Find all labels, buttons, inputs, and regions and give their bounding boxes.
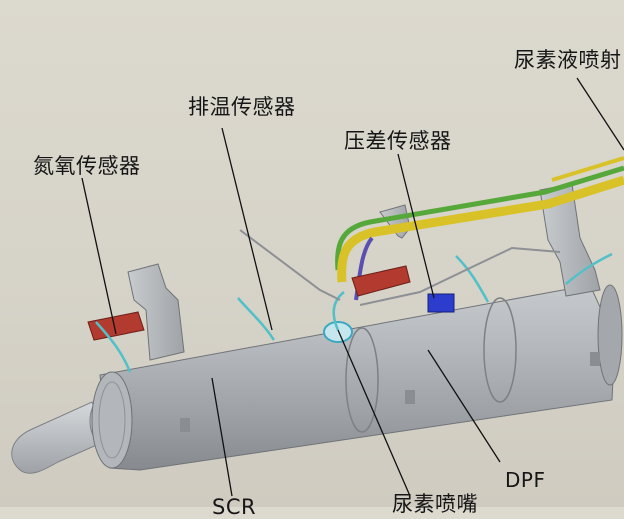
sensor-modules xyxy=(87,265,455,343)
label-diff-pressure-sensor: 压差传感器 xyxy=(344,129,452,153)
label-urea-nozzle: 尿素喷嘴 xyxy=(392,492,478,516)
muffler-body xyxy=(91,284,623,471)
label-urea-injector-pipe: 尿素液喷射 xyxy=(514,48,622,72)
label-scr: SCR xyxy=(212,495,257,519)
label-dpf: DPF xyxy=(505,468,546,492)
leader-lines xyxy=(81,77,624,497)
signal-cable xyxy=(239,229,561,306)
label-nox-sensor: 氮氧传感器 xyxy=(33,154,141,178)
aftertreatment-diagram xyxy=(11,77,624,497)
label-exhaust-temp-sensor: 排温传感器 xyxy=(188,95,296,119)
fluid-pipes xyxy=(335,156,624,301)
sensor-wires xyxy=(95,252,613,373)
